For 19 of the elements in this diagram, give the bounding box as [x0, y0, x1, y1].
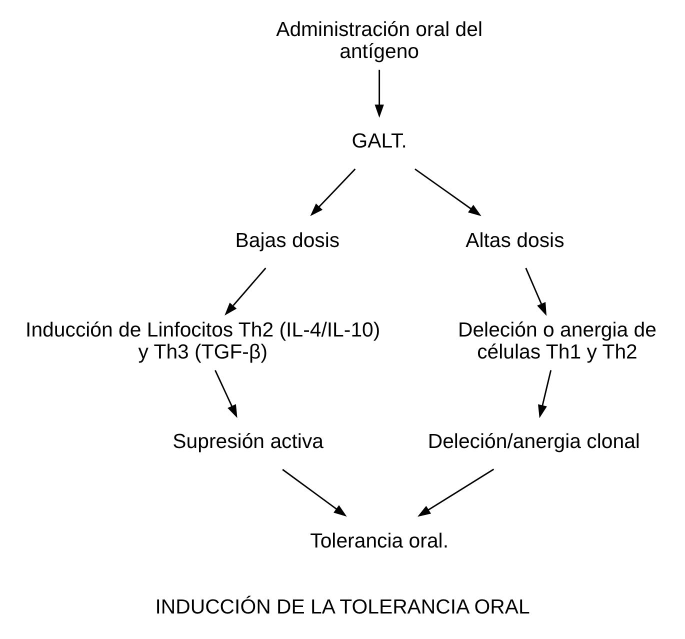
node-text: Supresión activa [172, 431, 324, 454]
node-text: GALT. [352, 130, 407, 153]
arrow [414, 168, 482, 216]
arrow [214, 370, 238, 418]
arrow [310, 168, 356, 216]
node-text: Altas dosis [466, 230, 564, 252]
arrow [224, 268, 266, 316]
arrow [282, 468, 347, 517]
node-text: Tolerancia oral. [310, 530, 449, 552]
node-text: Deleción/anergia clonal [428, 431, 640, 454]
node-text: Deleción o anergia de células Th1 y Th2 [458, 320, 657, 364]
arrow [538, 370, 552, 418]
node-text: Inducción de Linfocitos Th2 (IL-4/IL-10) y Th3 (TGF-β) [26, 320, 380, 364]
caption: INDUCCIÓN DE LA TOLERANCIA ORAL [155, 596, 530, 619]
arrow [417, 468, 494, 517]
arrow [525, 268, 547, 316]
node-text: Administración oral del antígeno [276, 19, 483, 64]
node-text: Bajas dosis [235, 230, 340, 252]
arrow [374, 70, 384, 118]
